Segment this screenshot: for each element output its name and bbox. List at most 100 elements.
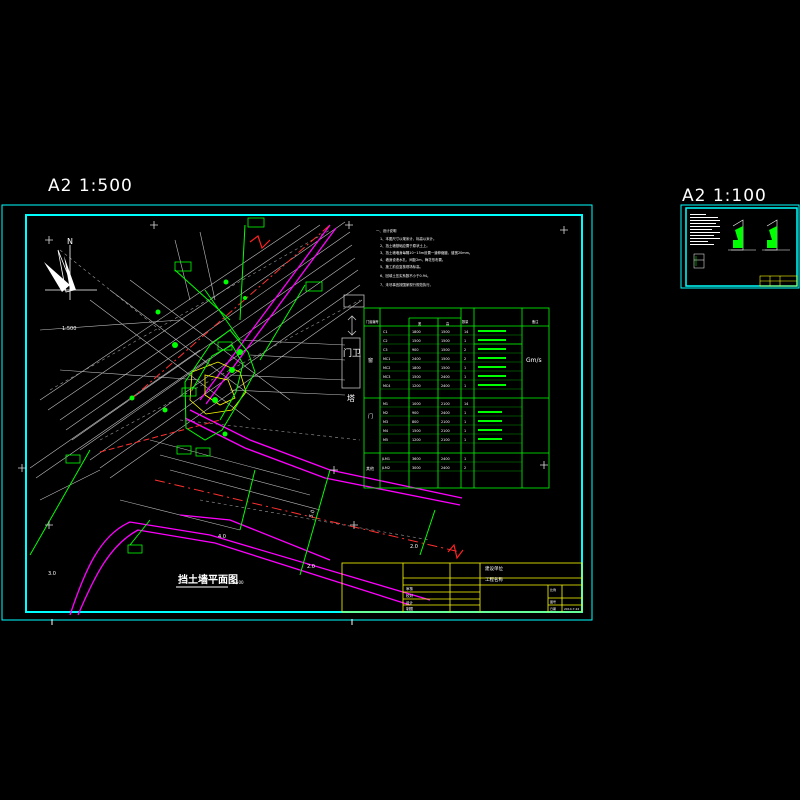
table-row-m3-height: 2100: [441, 420, 450, 424]
title-block: 建设单位 工程名称 审核 校对 设计 制图 比例 图号 日期 2014.7.22: [341, 562, 583, 613]
table-row-c1-height: 1500: [441, 330, 450, 334]
dim-value-4: 4.0: [218, 534, 226, 540]
table-row-mc1-height: 1500: [441, 357, 450, 361]
title-block-date: 2014.7.22: [564, 607, 579, 611]
table-remark: Gm/s: [526, 357, 542, 364]
main-sheet: [1, 204, 593, 625]
header-width: 宽: [418, 321, 422, 326]
grid-crosses: [18, 221, 568, 529]
table-row-m1-height: 2100: [441, 402, 450, 406]
tower-label: 塔: [347, 393, 355, 403]
table-row-jlm1-height: 2400: [441, 457, 450, 461]
title-block-border: [341, 562, 583, 613]
table-row-jlm2-width: 3000: [412, 466, 421, 470]
table-row-mc1-qty: 2: [464, 357, 466, 361]
door-window-table: 门窗编号 宽 高 数量 备注 窗 门 其他 Gm/s C1 1800 1500 …: [363, 307, 550, 489]
table-row-jlm2-qty: 2: [464, 466, 466, 470]
table-row-jlm2-height: 2400: [441, 466, 450, 470]
table-row-c3-height: 1500: [441, 348, 450, 352]
table-row-m5-code: M5: [383, 438, 388, 442]
title-block-date-label: 日期: [550, 606, 556, 611]
table-row-mc4-width: 1200: [412, 384, 421, 388]
title-block-sheet-no: 图号: [550, 599, 556, 604]
table-row-mc2-qty: 1: [464, 366, 466, 370]
table-row-jlm1-width: 3600: [412, 457, 421, 461]
site-dashed-lines: [49, 229, 431, 541]
detail-notes: [690, 214, 720, 245]
dim-value-3: 2.0: [307, 564, 315, 570]
road-centerline: [99, 224, 461, 553]
plan-title: 挡土墙平面图: [178, 573, 238, 586]
header-qty: 数量: [462, 319, 469, 324]
note-line-0: 一、设计说明: [376, 228, 397, 233]
table-row-m3-width: 800: [412, 420, 418, 424]
title-block-row-check: 校对: [406, 593, 414, 598]
table-row-mc2-height: 1500: [441, 366, 450, 370]
note-line-2: 2、挡土墙基础应置于原状土上。: [380, 243, 430, 248]
side-label-other: 其他: [366, 465, 374, 471]
detail-sheet-outer-border: [680, 204, 800, 289]
main-sheet-scale-label: A2 1:500: [48, 176, 133, 196]
header-code: 门窗编号: [366, 319, 379, 324]
detail-title-block: [759, 275, 798, 287]
table-row-m4-height: 2100: [441, 429, 450, 433]
note-line-3: 3、挡土墙墙身每隔10~15m设置一道伸缩缝，缝宽20mm。: [380, 250, 472, 255]
detail-sheet-inner-border: [685, 207, 798, 287]
table-row-mc4-qty: 1: [464, 384, 466, 388]
gate-building: [341, 294, 365, 389]
detail-sheet-scale-label: A2 1:100: [682, 186, 767, 206]
table-row-m4-code: M4: [383, 429, 388, 433]
table-row-c2-width: 1500: [412, 339, 421, 343]
table-row-jlm2-code: JLM2: [381, 466, 390, 470]
table-row-jlm1-qty: 1: [464, 457, 466, 461]
table-row-c1-qty: 14: [464, 330, 468, 334]
retaining-wall: [29, 224, 436, 576]
table-row-mc4-height: 2400: [441, 384, 450, 388]
table-row-m5-qty: 1: [464, 438, 466, 442]
note-line-1: 1、本图尺寸以毫米计，标高以米计。: [380, 236, 436, 241]
note-line-6: 6、回填土压实系数不小于0.94。: [380, 273, 430, 278]
table-row-c1-code: C1: [383, 330, 388, 334]
title-block-drawing: 工程名称: [485, 576, 503, 583]
table-row-c2-qty: 1: [464, 339, 466, 343]
road-boundary: [69, 224, 463, 616]
table-row-c2-height: 1500: [441, 339, 450, 343]
table-row-c2-code: C2: [383, 339, 388, 343]
table-row-c3-code: C3: [383, 348, 388, 352]
table-row-m3-qty: 1: [464, 420, 466, 424]
table-row-m2-height: 2400: [441, 411, 450, 415]
table-row-c1-width: 1800: [412, 330, 421, 334]
dim-value-5: 2.0: [410, 544, 418, 550]
table-row-m5-width: 1200: [412, 438, 421, 442]
gate-label: 门卫: [343, 347, 361, 359]
table-row-mc3-qty: 1: [464, 375, 466, 379]
main-sheet-inner-border: [25, 214, 583, 613]
header-height: 高: [446, 321, 449, 326]
title-block-row-review: 审核: [406, 586, 414, 591]
table-row-mc4-code: MC4: [383, 384, 390, 388]
side-label-window: 窗: [368, 357, 373, 364]
table-remark-marks: [478, 330, 506, 440]
detail-wall-a: [733, 226, 743, 248]
table-row-c3-qty: 2: [464, 348, 466, 352]
table-row-mc2-code: MC2: [383, 366, 390, 370]
dim-value-1: 5.0: [308, 509, 316, 519]
site-plan: 门卫 塔 N 1:500 5.0 3.0 2.0 4.0 2.0: [18, 217, 568, 616]
table-row-mc1-code: MC1: [383, 357, 390, 361]
detail-small-section: [693, 253, 705, 269]
wall-callouts: [65, 217, 323, 554]
header-remark: 备注: [532, 319, 539, 324]
table-row-mc3-code: MC3: [383, 375, 390, 379]
north-arrow: [44, 245, 97, 300]
north-letter: N: [67, 237, 73, 246]
main-sheet-outer-border: [1, 204, 593, 621]
break-lines: [249, 235, 464, 560]
table-row-mc2-width: 1800: [412, 366, 421, 370]
table-row-m4-qty: 1: [464, 429, 466, 433]
table-row-m1-code: M1: [383, 402, 388, 406]
table-row-m2-qty: 1: [464, 411, 466, 415]
table-row-m1-width: 1000: [412, 402, 421, 406]
note-line-5: 5、施工前应复核现场标高。: [380, 264, 423, 269]
table-row-m5-height: 2100: [441, 438, 450, 442]
